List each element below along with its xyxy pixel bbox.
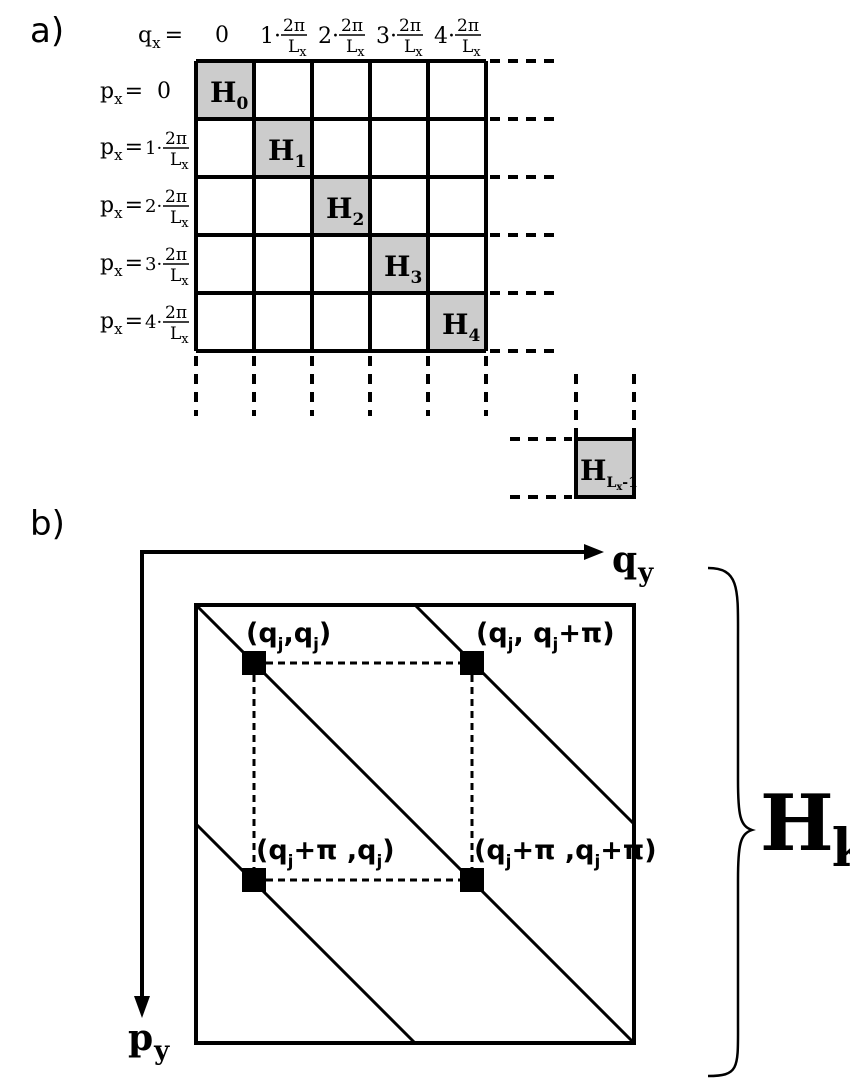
hk-label: Hk bbox=[760, 778, 850, 879]
grid-continuations bbox=[194, 59, 636, 499]
marker-square bbox=[242, 651, 266, 675]
marker-square bbox=[242, 868, 266, 892]
lower-diagonal bbox=[194, 822, 417, 1045]
point-qjpi-qjpi-label: (qj+π ,qj+π) bbox=[474, 835, 657, 872]
row-label-0: px=0 bbox=[100, 79, 171, 108]
main-diagonal bbox=[194, 603, 636, 1045]
fraction-numerator: 2π bbox=[165, 129, 187, 149]
marker-points bbox=[242, 651, 484, 892]
q-axis-arrowhead bbox=[584, 544, 604, 560]
fraction-numerator: 2π bbox=[399, 16, 421, 36]
diagonals bbox=[194, 603, 636, 1045]
col-label-3: 3· bbox=[376, 24, 397, 49]
block-h4-fill bbox=[428, 293, 486, 351]
block-h0-fill bbox=[196, 61, 254, 119]
marker-square bbox=[460, 868, 484, 892]
block-h2-label: H2 bbox=[326, 192, 364, 230]
row-label-2: px=2· bbox=[100, 193, 162, 222]
diagonal-blocks bbox=[196, 61, 634, 497]
block-h3-fill bbox=[370, 235, 428, 293]
row-label-1: px=1· bbox=[100, 135, 162, 164]
fraction-denominator: Lx bbox=[170, 208, 189, 231]
upper-diagonal bbox=[413, 603, 636, 826]
fraction-denominator: Lx bbox=[404, 37, 423, 60]
p-axis-arrowhead bbox=[134, 996, 150, 1018]
fraction-denominator: Lx bbox=[170, 324, 189, 347]
panel-b-label: b) bbox=[30, 504, 65, 544]
connector-square bbox=[252, 661, 474, 882]
block-h1-label: H1 bbox=[268, 134, 306, 172]
panel-a-label: a) bbox=[30, 11, 64, 51]
block-hlast-label: HLx-1 bbox=[580, 454, 638, 493]
block-h0-label: H0 bbox=[210, 76, 248, 114]
q-axis-label: qy bbox=[612, 539, 654, 588]
fraction-denominator: Lx bbox=[346, 37, 365, 60]
marker-square bbox=[460, 651, 484, 675]
fraction-denominator: Lx bbox=[462, 37, 481, 60]
point-qj-qjpi-label: (qj, qj+π) bbox=[476, 618, 615, 655]
qx-label: qx= bbox=[138, 23, 183, 52]
axis-lines bbox=[140, 550, 586, 1012]
col-label-1: 1· bbox=[260, 24, 281, 49]
fraction-denominator: Lx bbox=[170, 266, 189, 289]
matrix-grid bbox=[194, 59, 488, 353]
fraction-numerator: 2π bbox=[165, 303, 187, 323]
col-label-2: 2· bbox=[318, 24, 339, 49]
fraction-numerator: 2π bbox=[165, 245, 187, 265]
point-qjpi-qj-label: (qj+π ,qj) bbox=[256, 835, 395, 872]
point-labels: (qj,qj) (qj, qj+π) (qj+π ,qj) (qj+π ,qj+π) bbox=[246, 618, 657, 872]
block-h4-label: H4 bbox=[442, 308, 480, 346]
fraction-numerator: 2π bbox=[283, 16, 305, 36]
col-label-4: 4· bbox=[434, 24, 455, 49]
brace bbox=[707, 566, 756, 1078]
block-h2-fill bbox=[312, 177, 370, 235]
fraction-denominator: Lx bbox=[288, 37, 307, 60]
axes bbox=[134, 544, 604, 1018]
block-hlast-outline bbox=[574, 434, 636, 499]
p-axis-label: py bbox=[128, 1017, 170, 1066]
row-label-4: px=4· bbox=[100, 309, 162, 338]
point-qj-qj-label: (qj,qj) bbox=[246, 618, 331, 655]
row-label-3: px=3· bbox=[100, 251, 162, 280]
col-label-0: 0 bbox=[215, 23, 229, 48]
fraction-denominator: Lx bbox=[170, 150, 189, 173]
block-h3-label: H3 bbox=[384, 250, 422, 288]
block-h1-fill bbox=[254, 119, 312, 177]
fraction-numerator: 2π bbox=[457, 16, 479, 36]
fraction-numerator: 2π bbox=[341, 16, 363, 36]
fraction-numerator: 2π bbox=[165, 187, 187, 207]
block-hlast-fill bbox=[576, 439, 634, 497]
